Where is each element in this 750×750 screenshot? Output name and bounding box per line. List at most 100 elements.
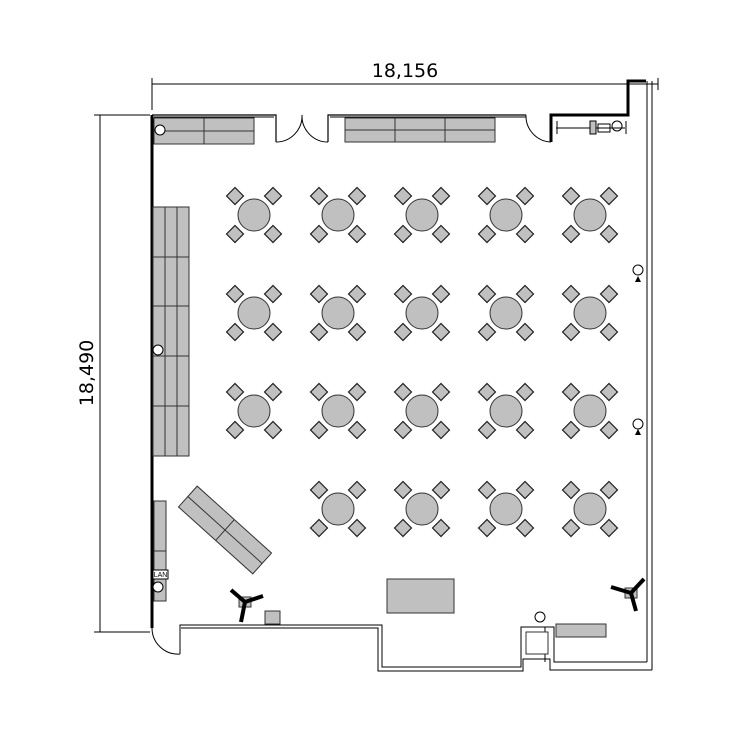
chair (309, 382, 329, 402)
round-table-outline (321, 198, 355, 232)
column-box (525, 631, 549, 655)
round-table-outline (321, 394, 355, 428)
chair (431, 382, 451, 402)
round-table-outline (405, 492, 439, 526)
round-table-outline (573, 296, 607, 330)
chair (599, 186, 619, 206)
chair (347, 518, 367, 538)
chair (309, 186, 329, 206)
chair (225, 322, 245, 342)
chair (393, 186, 413, 206)
chair (393, 382, 413, 402)
round-table (236, 393, 272, 429)
round-table-with-chairs (225, 284, 283, 342)
round-table-with-chairs (561, 186, 619, 244)
round-table-with-chairs (393, 382, 451, 440)
chair (431, 186, 451, 206)
chair (561, 186, 581, 206)
chair (515, 284, 535, 304)
chair (393, 480, 413, 500)
stage-table (386, 578, 455, 614)
chair (431, 518, 451, 538)
chair (309, 284, 329, 304)
round-table-outline (321, 492, 355, 526)
chair (515, 224, 535, 244)
chair (225, 420, 245, 440)
round-table (404, 295, 440, 331)
round-table (572, 197, 608, 233)
round-table-outline (573, 492, 607, 526)
chair (431, 284, 451, 304)
chair (561, 420, 581, 440)
chair (309, 518, 329, 538)
round-table-outline (237, 394, 271, 428)
round-table (320, 393, 356, 429)
counter-bottom-right (555, 623, 607, 638)
chair (599, 480, 619, 500)
chair (515, 322, 535, 342)
chair (477, 322, 497, 342)
chair (599, 322, 619, 342)
round-table-with-chairs (225, 382, 283, 440)
chair (263, 224, 283, 244)
round-table-outline (489, 198, 523, 232)
chair (393, 224, 413, 244)
svg-text:LAN: LAN (154, 572, 168, 579)
round-table-with-chairs (393, 186, 451, 244)
chair (309, 480, 329, 500)
chair (477, 284, 497, 304)
chair (515, 420, 535, 440)
round-table (488, 295, 524, 331)
lan-outlet: LAN (152, 569, 169, 580)
round-table (488, 197, 524, 233)
round-table-outline (489, 492, 523, 526)
diagonal-counter (177, 485, 273, 575)
doors[interactable] (151, 114, 552, 655)
round-table-outline (237, 198, 271, 232)
chair (431, 480, 451, 500)
chair (347, 224, 367, 244)
round-table-outline (573, 198, 607, 232)
counter-top-left (153, 117, 255, 145)
round-table-with-chairs (477, 382, 535, 440)
chair (477, 480, 497, 500)
chair (393, 322, 413, 342)
round-table-with-chairs (309, 382, 367, 440)
chair (263, 322, 283, 342)
width-dimension-label: 18,156 (372, 60, 438, 82)
speaker-left (229, 588, 264, 623)
chair (225, 382, 245, 402)
chair (347, 480, 367, 500)
chair (263, 420, 283, 440)
round-table-with-chairs (225, 186, 283, 244)
round-table-outline (405, 394, 439, 428)
chair (599, 382, 619, 402)
chair (263, 284, 283, 304)
counter-top-center (344, 117, 496, 143)
height-dimension-label: 18,490 (76, 340, 98, 406)
round-table (572, 491, 608, 527)
round-table-outline (489, 296, 523, 330)
chair (477, 518, 497, 538)
chair (309, 322, 329, 342)
round-table (572, 393, 608, 429)
round-table-with-chairs (477, 480, 535, 538)
speaker-right (610, 577, 646, 612)
chair (393, 420, 413, 440)
rail-equipment (556, 120, 627, 135)
chair (599, 420, 619, 440)
small-box (264, 610, 281, 625)
chair (263, 382, 283, 402)
chair (263, 186, 283, 206)
chair (561, 480, 581, 500)
chair (431, 322, 451, 342)
chair (347, 186, 367, 206)
round-table-with-chairs (477, 284, 535, 342)
chair (393, 518, 413, 538)
round-table-with-chairs (393, 480, 451, 538)
round-table-with-chairs (561, 284, 619, 342)
chair (431, 420, 451, 440)
round-table (404, 197, 440, 233)
chair (561, 518, 581, 538)
